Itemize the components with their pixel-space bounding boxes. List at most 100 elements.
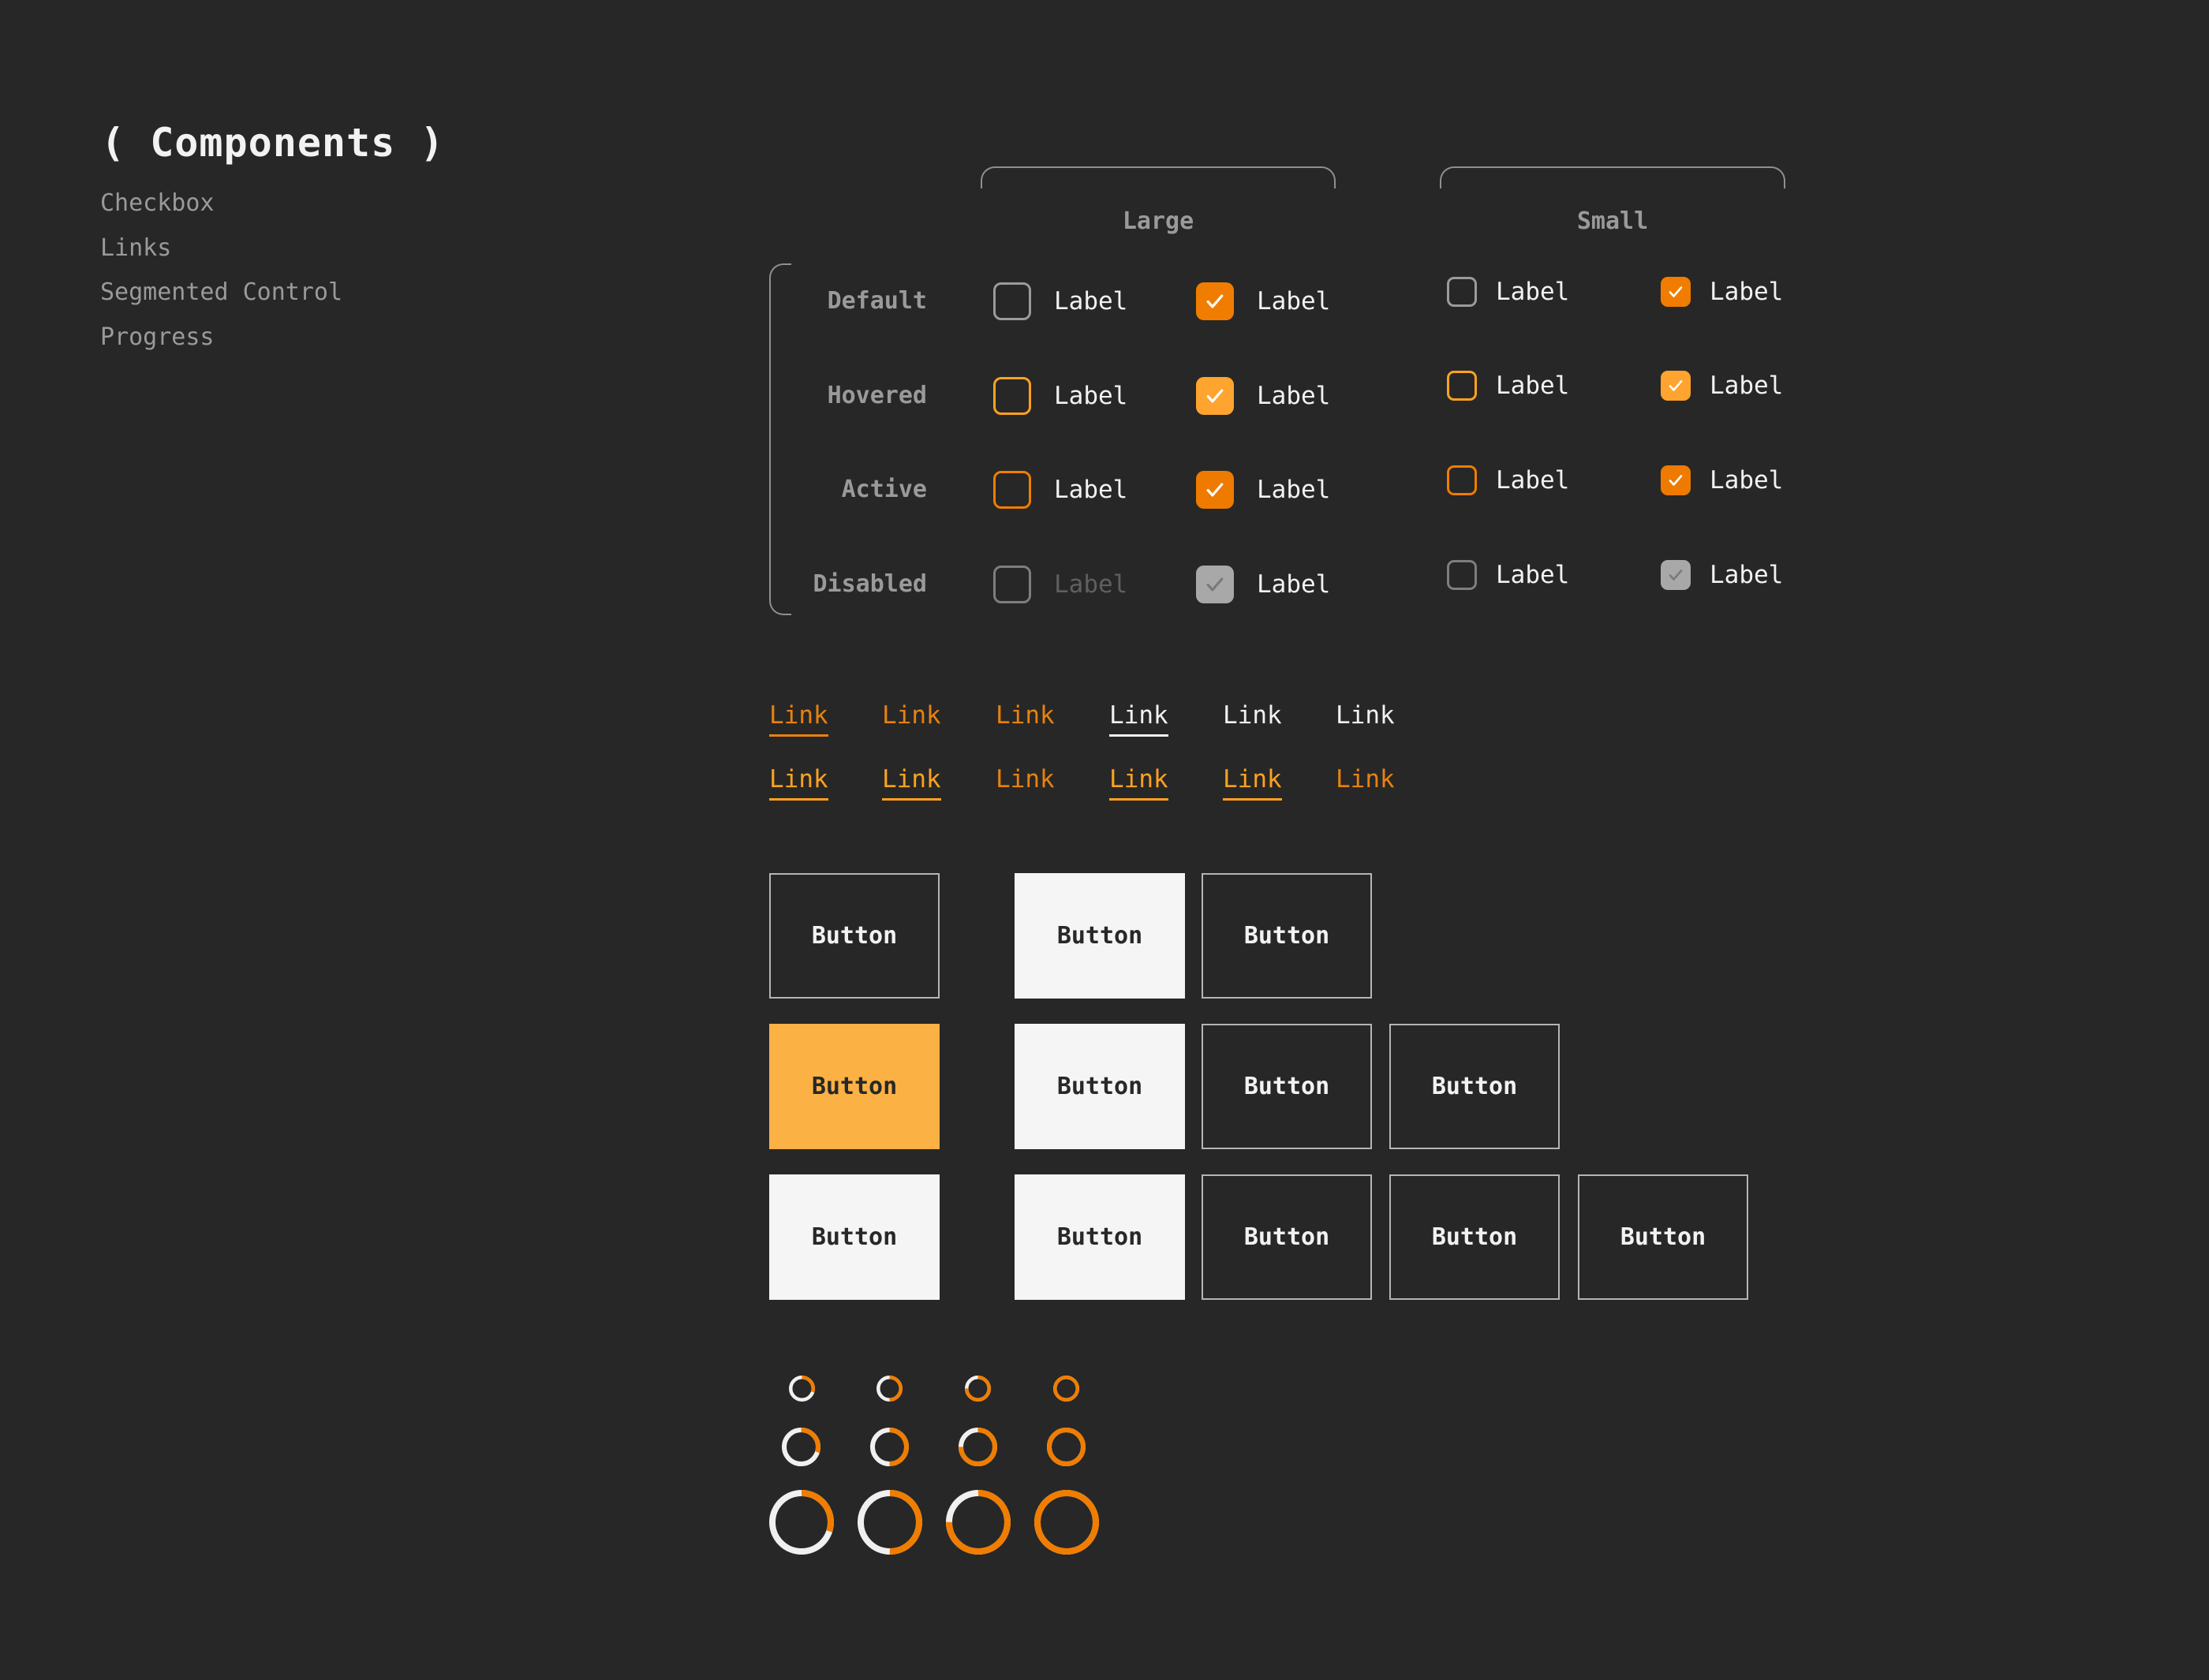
checkbox-small-disabled-unchecked: [1447, 560, 1477, 590]
link-r2-c1[interactable]: Link: [769, 765, 828, 801]
checkbox-small-hovered-unchecked[interactable]: [1447, 371, 1477, 401]
page-title: ( Components ): [101, 120, 445, 166]
checkbox-small-active-checked[interactable]: [1661, 465, 1691, 495]
check-icon: [1669, 286, 1683, 297]
checkbox-label: Label: [1257, 569, 1331, 599]
button-r2-c4[interactable]: Button: [1389, 1024, 1560, 1149]
button-r3-c4[interactable]: Button: [1389, 1174, 1560, 1300]
link-r1-c5[interactable]: Link: [1223, 701, 1282, 730]
link-r1-c1[interactable]: Link: [769, 701, 828, 737]
button-r3-c2[interactable]: Button: [1015, 1174, 1185, 1300]
checkbox-cell: Label: [1447, 371, 1569, 401]
row-label-disabled: Disabled: [813, 570, 928, 598]
link-r2-c6[interactable]: Link: [1336, 765, 1395, 793]
row-label-hovered: Hovered: [827, 382, 927, 409]
progress-ring: [965, 1376, 991, 1402]
progress-ring: [858, 1490, 922, 1555]
sidebar-item-links[interactable]: Links: [100, 234, 172, 262]
checkbox-cell: Label: [1196, 471, 1330, 509]
checkbox-label: Label: [1710, 560, 1784, 589]
check-icon: [1669, 569, 1683, 581]
checkbox-cell: Label: [1661, 560, 1783, 590]
progress-ring: [1047, 1428, 1086, 1466]
checkbox-small-default-checked[interactable]: [1661, 277, 1691, 307]
small-group-bracket: [1440, 166, 1785, 189]
checkbox-small-active-unchecked[interactable]: [1447, 465, 1477, 495]
sidebar-item-checkbox[interactable]: Checkbox: [100, 189, 215, 217]
button-r1-c2[interactable]: Button: [1015, 873, 1185, 999]
checkbox-small-default-unchecked[interactable]: [1447, 277, 1477, 307]
link-r1-c6[interactable]: Link: [1336, 701, 1395, 730]
checkbox-label: Label: [1496, 560, 1570, 589]
checkbox-cell: Label: [993, 471, 1127, 509]
checkbox-label: Label: [1054, 569, 1128, 599]
progress-ring: [870, 1428, 909, 1466]
checkbox-large-active-unchecked[interactable]: [993, 471, 1031, 509]
check-icon: [1206, 389, 1224, 403]
checkbox-label: Label: [1710, 465, 1784, 495]
checkbox-label: Label: [1496, 465, 1570, 495]
checkbox-cell: Label: [1196, 282, 1330, 320]
checkbox-cell: Label: [1661, 371, 1783, 401]
row-label-default: Default: [827, 287, 927, 315]
checkbox-cell: Label: [1661, 277, 1783, 307]
checkbox-large-hovered-unchecked[interactable]: [993, 377, 1031, 415]
sidebar-item-progress[interactable]: Progress: [100, 323, 215, 351]
progress-ring: [1053, 1376, 1079, 1402]
link-r1-c2[interactable]: Link: [882, 701, 941, 730]
progress-ring: [946, 1490, 1011, 1555]
button-r2-c2[interactable]: Button: [1015, 1024, 1185, 1149]
check-icon: [1669, 380, 1683, 391]
checkbox-small-disabled-checked: [1661, 560, 1691, 590]
checkbox-label: Label: [1054, 381, 1128, 410]
checkbox-large-active-checked[interactable]: [1196, 471, 1234, 509]
checkbox-label: Label: [1257, 475, 1331, 504]
progress-ring: [782, 1428, 820, 1466]
button-r1-c1[interactable]: Button: [769, 873, 940, 999]
checkbox-label: Label: [1496, 371, 1570, 400]
checkbox-label: Label: [1054, 475, 1128, 504]
button-r2-c3[interactable]: Button: [1202, 1024, 1372, 1149]
checkbox-cell: Label: [993, 566, 1127, 603]
button-r3-c3[interactable]: Button: [1202, 1174, 1372, 1300]
checkbox-large-default-unchecked[interactable]: [993, 282, 1031, 320]
large-group-label: Large: [1122, 207, 1194, 235]
progress-ring: [876, 1376, 903, 1402]
checkbox-large-default-checked[interactable]: [1196, 282, 1234, 320]
link-r1-c3[interactable]: Link: [996, 701, 1055, 730]
link-r2-c5[interactable]: Link: [1223, 765, 1282, 801]
link-r1-c4[interactable]: Link: [1109, 701, 1168, 737]
link-r2-c2[interactable]: Link: [882, 765, 941, 801]
checkbox-cell: Label: [1196, 377, 1330, 415]
button-r3-c5[interactable]: Button: [1578, 1174, 1748, 1300]
checkbox-label: Label: [1496, 277, 1570, 306]
small-group-label: Small: [1576, 207, 1649, 235]
check-icon: [1206, 577, 1224, 592]
states-bracket: [769, 263, 791, 615]
button-r2-c1[interactable]: Button: [769, 1024, 940, 1149]
checkbox-label: Label: [1710, 277, 1784, 306]
checkbox-label: Label: [1054, 286, 1128, 315]
progress-ring: [959, 1428, 997, 1466]
checkbox-cell: Label: [993, 282, 1127, 320]
checkbox-label: Label: [1257, 381, 1331, 410]
link-r2-c4[interactable]: Link: [1109, 765, 1168, 801]
checkbox-cell: Label: [1661, 465, 1783, 495]
checkbox-cell: Label: [1447, 560, 1569, 590]
checkbox-cell: Label: [1447, 465, 1569, 495]
sidebar-item-segmented-control[interactable]: Segmented Control: [100, 278, 343, 306]
check-icon: [1206, 294, 1224, 308]
progress-ring: [789, 1376, 815, 1402]
link-r2-c3[interactable]: Link: [996, 765, 1055, 793]
checkbox-cell: Label: [1196, 566, 1330, 603]
checkbox-large-disabled-unchecked: [993, 566, 1031, 603]
check-icon: [1669, 475, 1683, 486]
checkbox-large-disabled-checked: [1196, 566, 1234, 603]
checkbox-cell: Label: [993, 377, 1127, 415]
check-icon: [1206, 483, 1224, 497]
button-r3-c1[interactable]: Button: [769, 1174, 940, 1300]
button-r1-c3[interactable]: Button: [1202, 873, 1372, 999]
checkbox-large-hovered-checked[interactable]: [1196, 377, 1234, 415]
checkbox-small-hovered-checked[interactable]: [1661, 371, 1691, 401]
